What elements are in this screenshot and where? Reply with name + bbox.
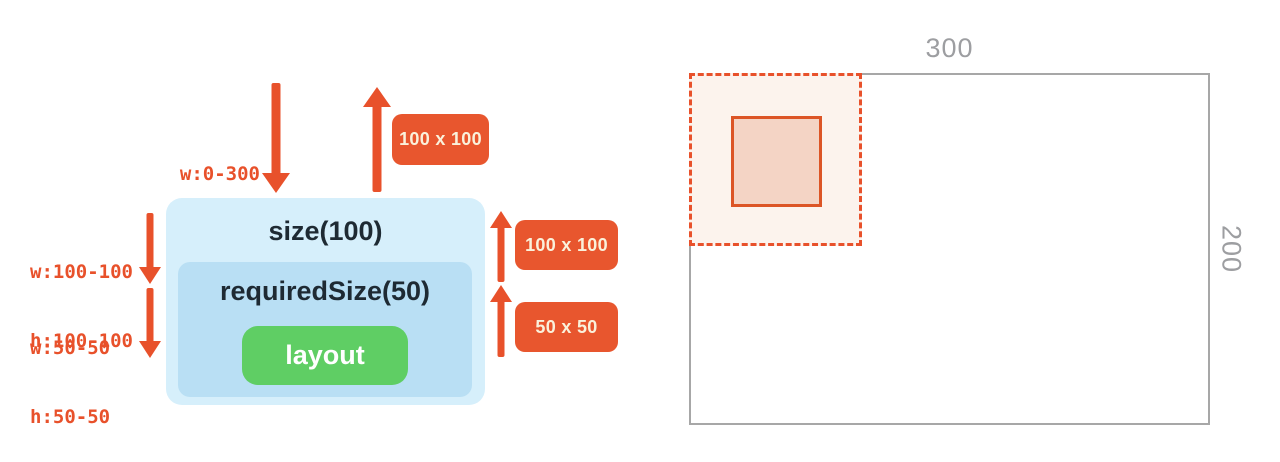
arrow-head xyxy=(490,211,512,228)
resolved-size-badge: 100 x 100 xyxy=(392,114,489,165)
arrow-shaft xyxy=(497,298,505,357)
required-size-modifier-box: requiredSize(50) layout xyxy=(178,262,472,397)
arrow-shaft xyxy=(497,224,505,282)
up-arrow-icon xyxy=(490,211,512,282)
arrow-head xyxy=(363,87,391,107)
resolved-size-badge: 100 x 100 xyxy=(515,220,618,270)
size-modifier-box: size(100) requiredSize(50) layout xyxy=(166,198,485,405)
down-arrow-icon xyxy=(262,83,290,193)
up-arrow-icon xyxy=(490,285,512,357)
constraint-line: w:0-300 xyxy=(179,163,260,185)
arrow-head xyxy=(490,285,512,302)
arrow-head xyxy=(139,341,161,358)
arrow-shaft xyxy=(146,213,154,271)
down-arrow-icon xyxy=(139,213,161,284)
arrow-head xyxy=(262,173,290,193)
required-constraints-label: w:50-50 h:50-50 xyxy=(30,291,110,462)
required-size-rect xyxy=(731,116,822,207)
up-arrow-icon xyxy=(363,87,391,192)
layout-node: layout xyxy=(242,326,408,385)
constraint-line: h:100-100 xyxy=(30,330,133,352)
constraint-line: w:100-100 xyxy=(30,261,133,283)
arrow-shaft xyxy=(271,83,281,177)
parent-width-label: 300 xyxy=(925,33,974,63)
size-modifier-label: size(100) xyxy=(268,216,383,246)
arrow-shaft xyxy=(146,288,154,345)
arrow-shaft xyxy=(372,103,382,192)
required-size-modifier-label: requiredSize(50) xyxy=(219,276,431,306)
constraint-line: w:50-50 xyxy=(30,337,111,359)
parent-height-label: 200 xyxy=(1216,224,1247,274)
size-constraints-label: w:100-100 h:100-100 xyxy=(30,215,133,399)
arrow-head xyxy=(139,267,161,284)
resolved-size-badge: 50 x 50 xyxy=(515,302,618,352)
constraint-line: h:50-50 xyxy=(30,406,111,428)
down-arrow-icon xyxy=(139,288,161,358)
